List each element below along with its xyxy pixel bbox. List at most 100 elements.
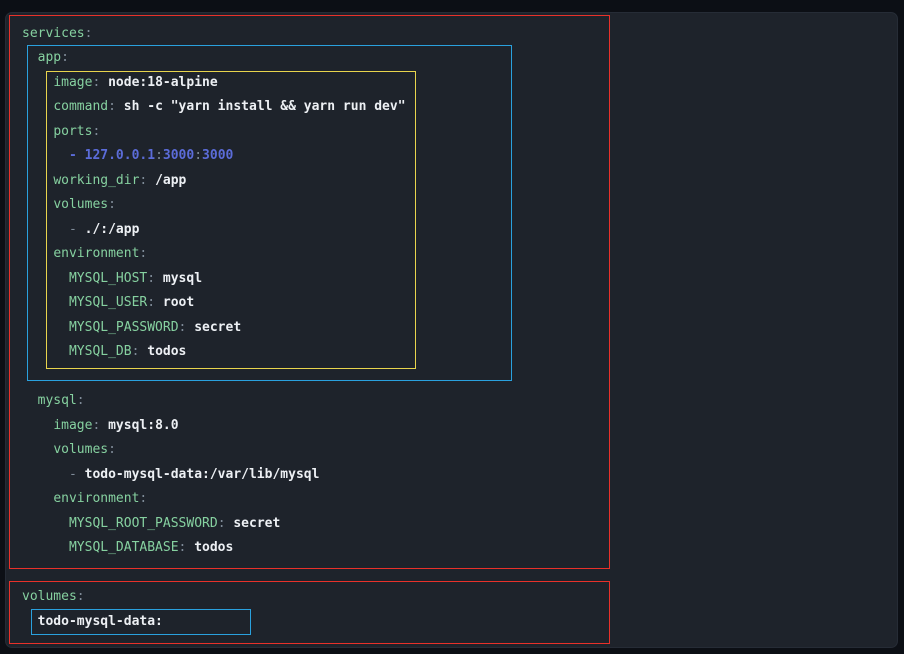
code-token-s (22, 295, 69, 310)
code-token-p: : (108, 197, 116, 212)
code-token-k: MYSQL_ROOT_PASSWORD (68, 515, 218, 531)
code-token-p: : (147, 295, 163, 310)
code-token-n: - (68, 148, 85, 163)
code-token-v: secret (233, 515, 281, 531)
code-token-s (22, 222, 69, 237)
code-token-p: : (139, 246, 148, 261)
code-token-v: mysql:8.0 (108, 417, 179, 433)
code-line: services: (22, 22, 406, 47)
compose-yaml-code: services: app: image: node:18-alpine com… (22, 22, 406, 635)
code-token-k: working_dir (53, 172, 140, 188)
code-token-s (22, 540, 69, 555)
code-line: environment: (22, 242, 406, 267)
code-token-s (22, 148, 69, 163)
code-token-n: 3000 (162, 148, 195, 163)
code-token-k: services (22, 25, 85, 41)
code-token-p: - (68, 466, 85, 482)
code-token-k: app (37, 50, 62, 65)
code-token-s (22, 418, 53, 433)
code-token-p: : (92, 417, 109, 433)
code-token-v: root (162, 295, 195, 310)
code-token-v: /app (155, 172, 187, 188)
code-token-k: MYSQL_PASSWORD (68, 319, 179, 335)
code-line: MYSQL_HOST: mysql (22, 267, 406, 292)
code-line: - 127.0.0.1:3000:3000 (22, 144, 406, 169)
code-token-k: volumes (53, 442, 109, 457)
code-token-p: : (76, 393, 85, 408)
code-token-s (22, 173, 53, 188)
code-token-p: : (131, 344, 148, 359)
code-line: ports: (22, 120, 406, 145)
code-token-v: node:18-alpine (108, 74, 218, 90)
code-line: app: (22, 46, 406, 71)
code-token-s (22, 320, 69, 335)
code-token-p: : (108, 442, 116, 457)
code-line: MYSQL_DB: todos (22, 340, 406, 365)
code-line: MYSQL_DATABASE: todos (22, 536, 406, 561)
code-token-p: : (147, 270, 163, 286)
code-token-p: : (194, 148, 203, 163)
code-token-v: secret (194, 319, 242, 335)
code-token-n: 3000 (202, 148, 234, 163)
code-token-s (22, 75, 53, 90)
code-line: volumes: (22, 438, 406, 463)
code-token-v: todos (147, 344, 187, 359)
code-token-k: volumes (53, 197, 109, 212)
code-token-k: MYSQL_DB (68, 344, 132, 359)
code-token-p: : (139, 172, 156, 188)
code-token-p: : (178, 540, 195, 555)
code-line: - todo-mysql-data:/var/lib/mysql (22, 463, 406, 488)
code-line: mysql: (22, 389, 406, 414)
code-token-p: : (217, 515, 234, 531)
code-line: environment: (22, 487, 406, 512)
code-token-n: 127.0.0.1 (84, 148, 156, 163)
code-token-v: todos (194, 540, 234, 555)
code-token-k: MYSQL_USER (68, 295, 148, 310)
code-line: command: sh -c "yarn install && yarn run… (22, 95, 406, 120)
code-token-p: : (84, 25, 93, 41)
code-line: todo-mysql-data: (22, 610, 406, 635)
code-token-s (22, 50, 38, 65)
code-token-k: volumes (22, 589, 77, 604)
code-line: - ./:/app (22, 218, 406, 243)
code-line: volumes: (22, 193, 406, 218)
code-token-p: : (92, 123, 101, 139)
code-token-p: : (155, 148, 163, 163)
code-token-v: mysql (162, 270, 203, 286)
code-line: MYSQL_USER: root (22, 291, 406, 316)
code-line: MYSQL_ROOT_PASSWORD: secret (22, 512, 406, 537)
code-line: volumes: (22, 585, 406, 610)
code-token-p: : (178, 319, 195, 335)
code-token-k: command (53, 99, 109, 114)
code-token-s (22, 99, 53, 114)
code-token-s (22, 442, 53, 457)
code-line: image: node:18-alpine (22, 71, 406, 96)
code-token-k: MYSQL_HOST (68, 270, 148, 286)
code-line (22, 561, 406, 586)
code-token-v: sh -c "yarn install && yarn run dev" (123, 99, 406, 114)
code-token-k: mysql (37, 393, 77, 408)
code-token-k: image (53, 417, 93, 433)
code-token-s (22, 614, 38, 629)
code-token-s (22, 393, 38, 408)
code-token-k: environment (53, 491, 140, 506)
code-token-v: todo-mysql-data:/var/lib/mysql (84, 466, 320, 482)
code-token-v: todo-mysql-data: (37, 613, 163, 629)
code-token-s (22, 491, 53, 506)
code-panel: services: app: image: node:18-alpine com… (5, 12, 898, 648)
code-line (22, 365, 406, 390)
code-token-v: ./:/app (84, 221, 140, 237)
code-token-s (22, 467, 69, 482)
code-token-s (22, 271, 69, 286)
code-token-s (22, 246, 53, 261)
code-token-s (22, 516, 69, 531)
code-line: working_dir: /app (22, 169, 406, 194)
code-token-p: : (76, 589, 85, 604)
code-token-p: : (61, 50, 69, 65)
code-token-k: ports (53, 123, 93, 139)
code-token-k: MYSQL_DATABASE (68, 540, 179, 555)
code-token-p: - (68, 221, 85, 237)
code-token-s (22, 344, 69, 359)
code-token-s (22, 197, 53, 212)
code-line: image: mysql:8.0 (22, 414, 406, 439)
